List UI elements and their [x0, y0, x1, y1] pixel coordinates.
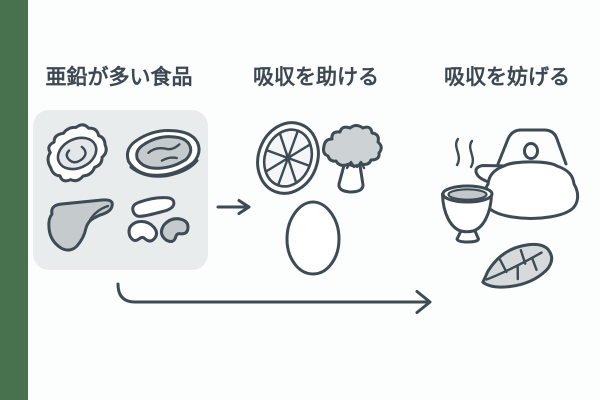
- column-label-helps-absorption: 吸収を助ける: [253, 65, 379, 89]
- oyster-icon: [46, 123, 108, 183]
- cashew-nuts-icon: [127, 196, 190, 244]
- accent-strip: [0, 0, 28, 400]
- liver-icon: [47, 198, 114, 252]
- egg-icon: [285, 200, 341, 276]
- lemon-slice-icon: [256, 121, 320, 195]
- broccoli-icon: [322, 124, 383, 194]
- steak-icon: [125, 129, 201, 178]
- column-label-zinc-foods: 亜鉛が多い食品: [45, 65, 193, 89]
- flow-arrow-icon: [216, 199, 251, 215]
- tea-cup-icon: [441, 184, 494, 244]
- teapot-icon: [474, 128, 580, 220]
- tea-leaf-icon: [481, 242, 554, 289]
- bottom-flow-arrow-icon: [116, 282, 432, 314]
- steam-icon: [454, 137, 475, 169]
- column-label-hinders-absorption: 吸収を妨げる: [444, 65, 570, 89]
